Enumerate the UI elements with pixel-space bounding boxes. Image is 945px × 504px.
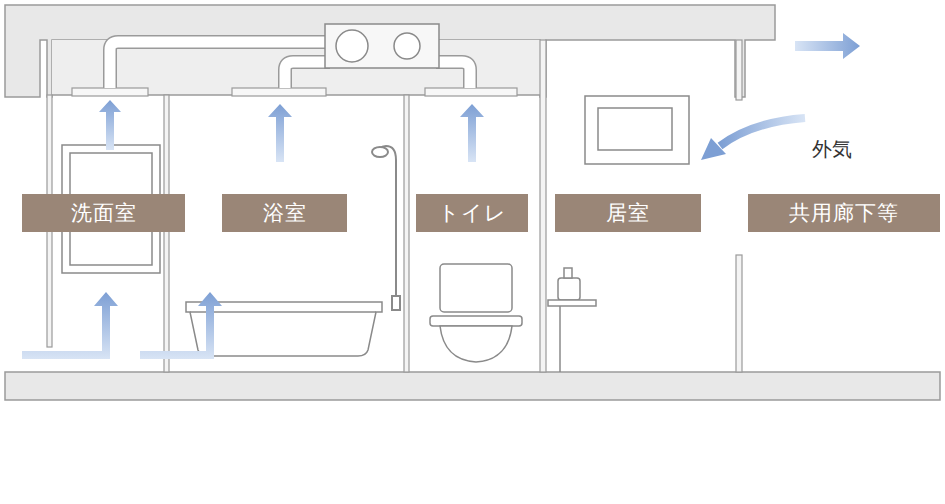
fan-unit (325, 24, 439, 68)
toilet (430, 264, 522, 362)
room-name: 共用廊下等 (789, 199, 899, 227)
airflow-arrows (22, 33, 860, 359)
band-label: トイレ (416, 194, 528, 232)
air-label: 外気 (812, 136, 852, 163)
band-label: 浴室 (222, 194, 347, 232)
floor-slab (5, 372, 940, 400)
living-room-fixtures (548, 96, 689, 372)
band-label: 洗面室 (22, 194, 185, 232)
room-name: 居室 (606, 199, 650, 227)
room-name: 洗面室 (71, 199, 137, 227)
ceiling-slab (5, 5, 775, 97)
ceiling-vents (72, 88, 517, 96)
band-label: 共用廊下等 (748, 194, 940, 232)
bathtub (186, 302, 382, 356)
room-name: 浴室 (263, 199, 307, 227)
band-label: 居室 (555, 194, 701, 232)
room-name: トイレ (438, 199, 507, 227)
shower (372, 146, 400, 310)
